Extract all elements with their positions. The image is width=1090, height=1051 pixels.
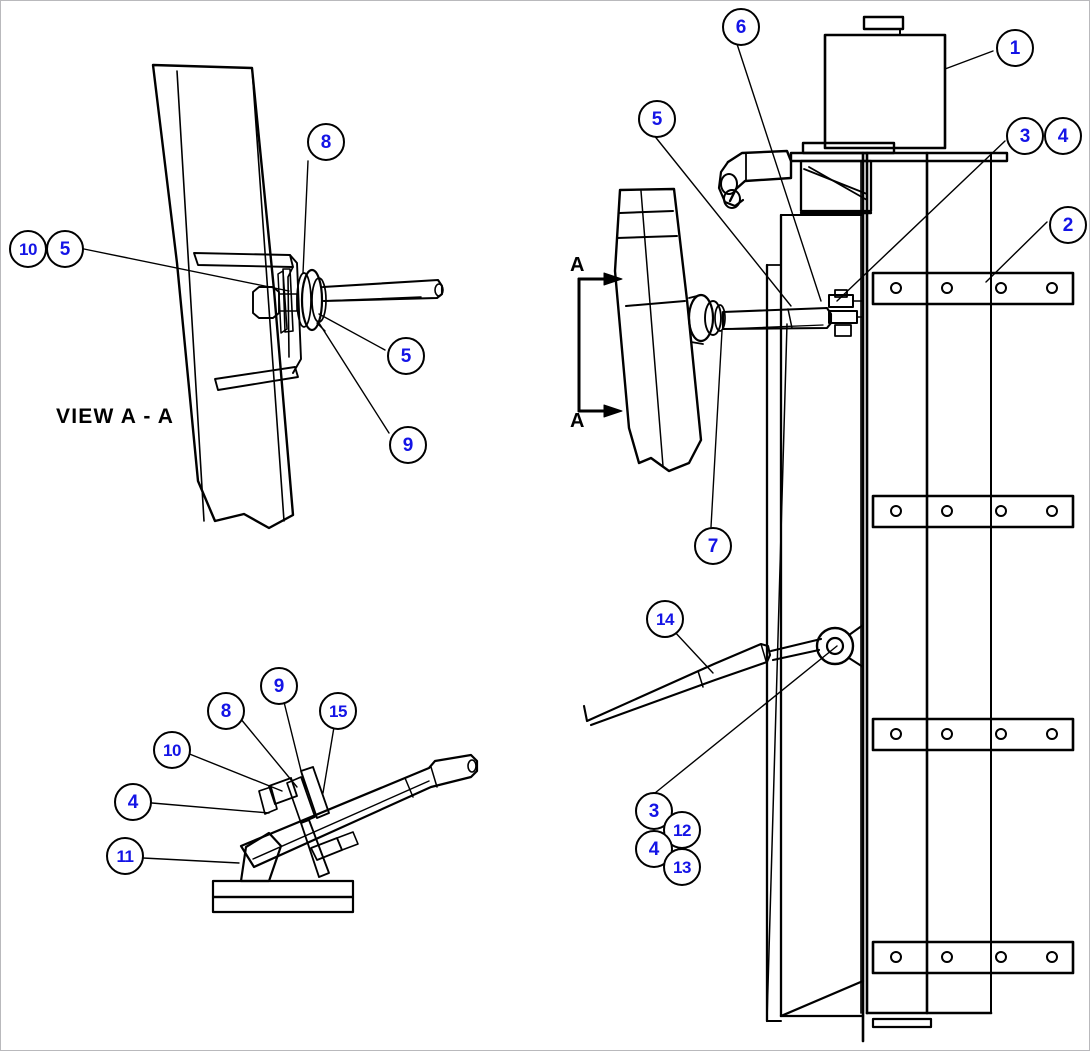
callout-8-detail[interactable]: 8 (307, 123, 345, 161)
callout-4-main[interactable]: 4 (1044, 117, 1082, 155)
callout-6-main[interactable]: 6 (722, 8, 760, 46)
callout-10-detail[interactable]: 10 (9, 230, 47, 268)
callout-7-main[interactable]: 7 (694, 527, 732, 565)
callout-3-lower-main[interactable]: 3 (635, 792, 673, 830)
callout-8-lower-detail[interactable]: 8 (207, 692, 245, 730)
callout-9-lower-detail[interactable]: 9 (260, 667, 298, 705)
ladder-rung (871, 494, 1075, 529)
callout-14-main[interactable]: 14 (646, 600, 684, 638)
callout-4-lower-detail[interactable]: 4 (114, 783, 152, 821)
detail-view-leaders (83, 160, 390, 434)
ladder-rung (871, 940, 1075, 975)
callout-15-lower-detail[interactable]: 15 (319, 692, 357, 730)
callout-1-main[interactable]: 1 (996, 29, 1034, 67)
callout-10-lower-detail[interactable]: 10 (153, 731, 191, 769)
callout-2-main[interactable]: 2 (1049, 206, 1087, 244)
callout-5-detail-left[interactable]: 5 (46, 230, 84, 268)
section-arrows (577, 272, 623, 418)
callout-3-main[interactable]: 3 (1006, 117, 1044, 155)
section-mark-a-top: A (570, 254, 585, 276)
callout-11-lower-detail[interactable]: 11 (106, 837, 144, 875)
main-assembly-leaders (652, 43, 1048, 794)
callout-12-lower-main[interactable]: 12 (663, 811, 701, 849)
callout-13-lower-main[interactable]: 13 (663, 848, 701, 886)
view-aa-label: VIEW A - A (56, 405, 175, 428)
callout-9-detail[interactable]: 9 (389, 426, 427, 464)
section-mark-a-bottom: A (570, 410, 585, 432)
main-assembly-geometry (582, 15, 1075, 1043)
callout-5-detail-right[interactable]: 5 (387, 337, 425, 375)
ladder-rung (871, 717, 1075, 752)
callout-5-main[interactable]: 5 (638, 100, 676, 138)
detail-view-aa-geometry (151, 63, 444, 530)
ladder-rung (871, 271, 1075, 306)
lower-left-detail-leaders (142, 701, 335, 864)
lower-left-detail-geometry (211, 753, 479, 914)
